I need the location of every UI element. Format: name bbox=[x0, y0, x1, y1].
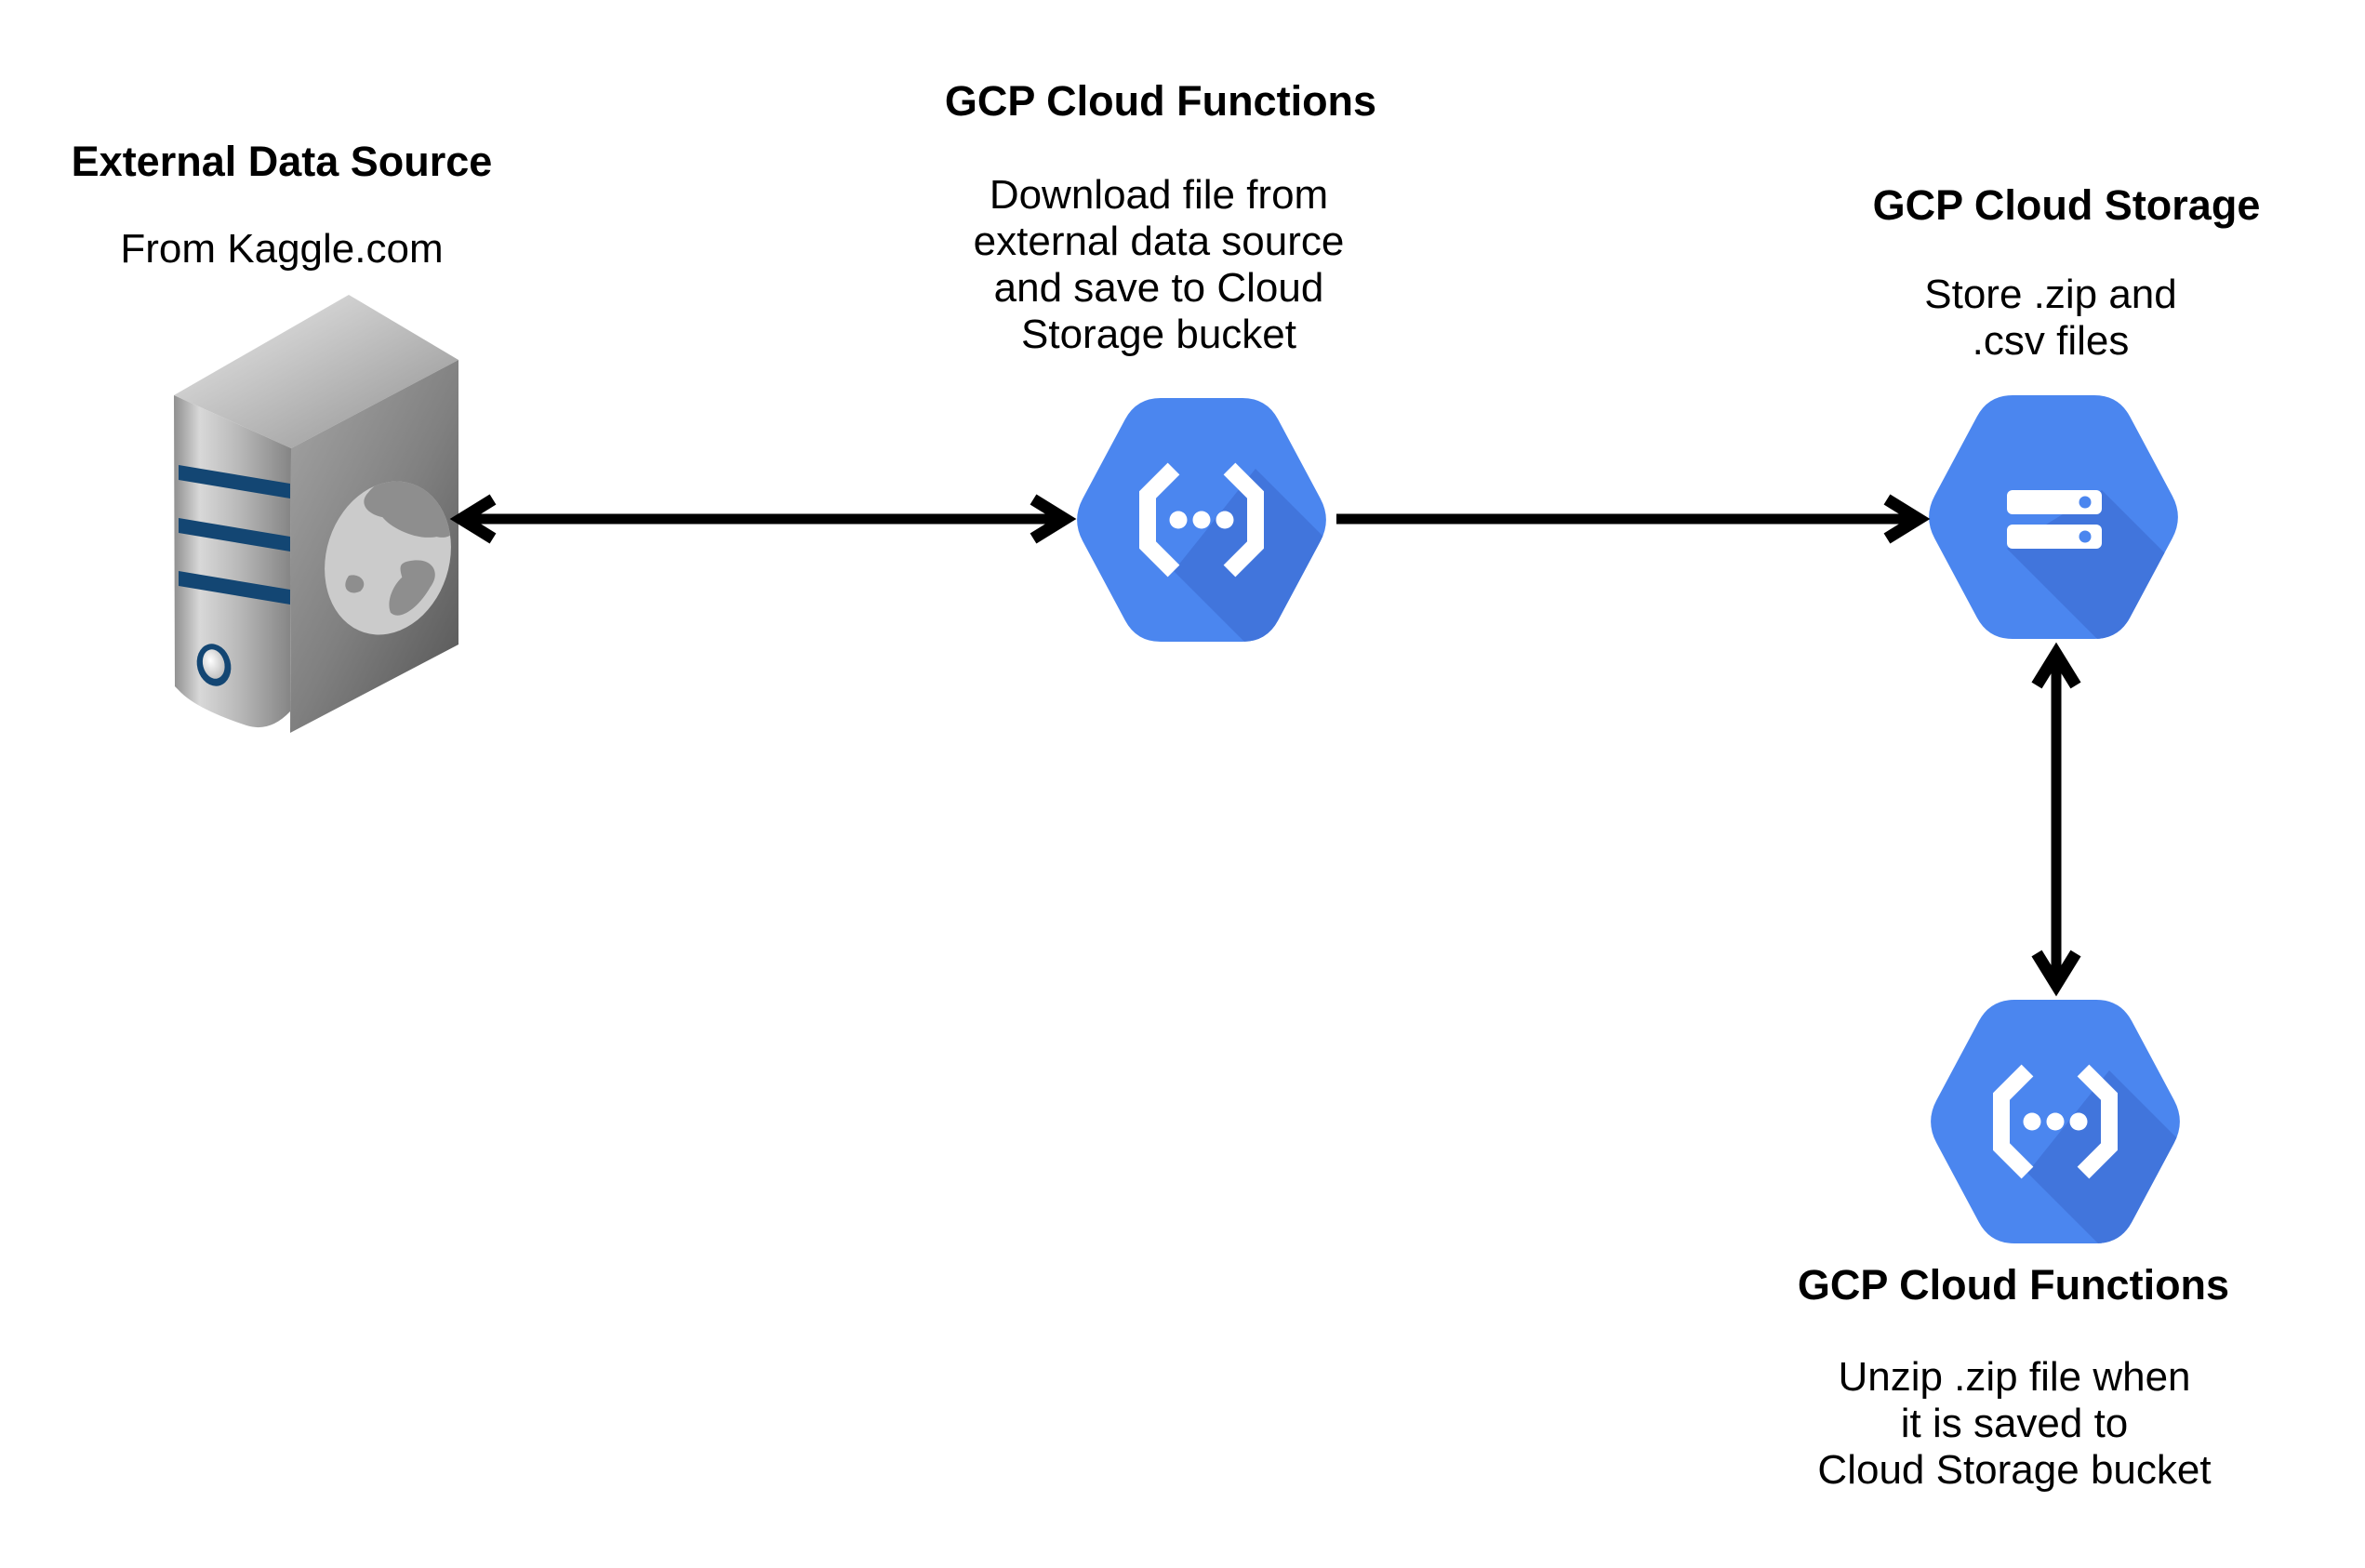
desc-line: Storage bucket bbox=[1021, 312, 1296, 357]
bidirectional-arrow-source-functions bbox=[449, 494, 1077, 544]
desc-line: external data source bbox=[973, 219, 1345, 264]
globe-icon bbox=[325, 476, 458, 635]
functions-unzip-title: GCP Cloud Functions bbox=[1797, 1261, 2230, 1309]
desc-line: Download file from bbox=[989, 172, 1329, 218]
desc-line: and save to Cloud bbox=[993, 265, 1324, 311]
desc-line: .csv files bbox=[1972, 318, 2130, 364]
functions-unzip-description: Unzip .zip file when it is saved to Clou… bbox=[1817, 1354, 2211, 1494]
storage-description: Store .zip and .csv files bbox=[1924, 272, 2177, 365]
desc-line: Unzip .zip file when bbox=[1838, 1354, 2191, 1400]
external-source-title: External Data Source bbox=[71, 138, 493, 185]
server-power-button bbox=[196, 644, 232, 686]
desc-line: Store .zip and bbox=[1924, 272, 2177, 317]
desc-line: Cloud Storage bucket bbox=[1817, 1447, 2212, 1493]
server-globe-icon bbox=[174, 295, 458, 733]
functions-download-title: GCP Cloud Functions bbox=[944, 77, 1377, 125]
bidirectional-arrow-storage-functions bbox=[2031, 642, 2081, 997]
functions-download-description: Download file from external data source … bbox=[974, 172, 1345, 358]
arrow-functions-to-storage bbox=[1336, 494, 1931, 544]
cloud-functions-icon bbox=[1077, 398, 1326, 642]
desc-line: it is saved to bbox=[1900, 1401, 2129, 1446]
cloud-functions-icon-2 bbox=[1931, 1000, 2180, 1243]
storage-title: GCP Cloud Storage bbox=[1872, 181, 2261, 229]
external-source-subtitle: From Kaggle.com bbox=[120, 226, 444, 272]
cloud-storage-icon bbox=[1929, 395, 2178, 639]
